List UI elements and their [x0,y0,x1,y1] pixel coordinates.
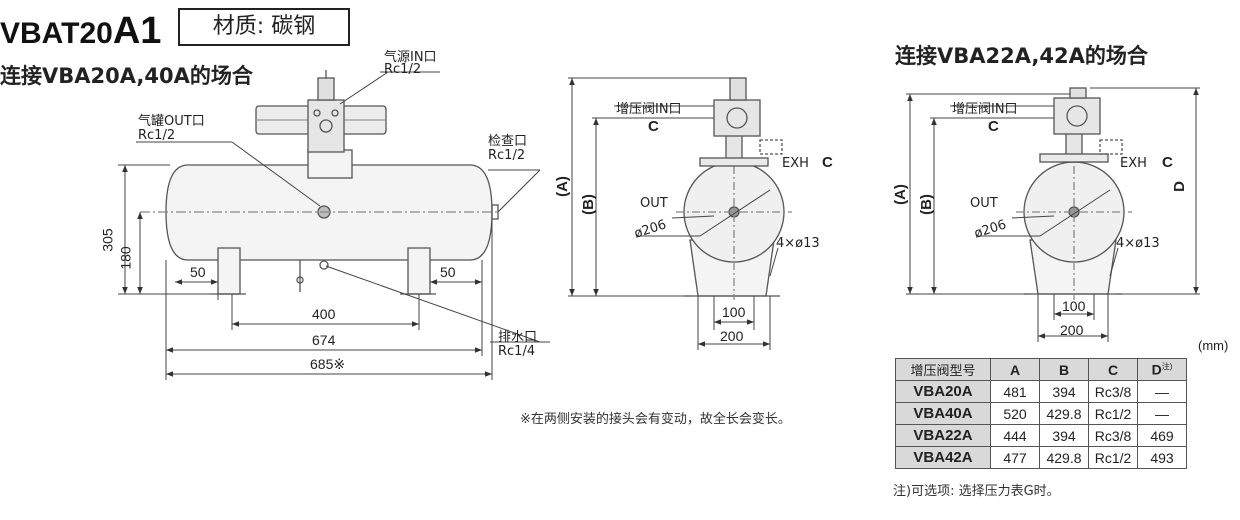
right-dim-A: (A) [891,184,909,205]
table-cell: VBA40A [895,402,991,425]
table-unit: (mm) [1198,338,1229,353]
header-D: D注) [1137,358,1187,381]
right-exh-label: EXH [1120,156,1147,171]
dim-foot-span: 400 [312,306,336,322]
right-end-view [1016,87,1132,300]
right-out-label: OUT [970,196,998,211]
mid-holes: 4×ø13 [776,236,820,251]
left-side-view [140,70,500,295]
dim-total-len: 685※ [310,356,346,372]
dim-height-center: 180 [117,246,134,270]
right-heading: 连接VBA22A,42A的场合 [895,44,1148,68]
table-cell: 429.8 [1039,402,1089,425]
dim-foot-right: 50 [440,264,456,280]
air-in-port: Rc1/2 [384,62,422,77]
right-dim-B: (B) [917,194,935,215]
tank-out-label: 气罐OUT口 [138,114,205,129]
mid-exh-port: C [822,154,833,171]
model-title: VBAT20A1 [0,10,161,53]
header-A: A [990,358,1040,381]
mid-exh-label: EXH [782,156,809,171]
right-dim-D: D [1170,181,1188,192]
drain-port: Rc1/4 [498,344,536,359]
mid-boost-in-port: C [648,118,659,135]
mid-end-view [676,77,792,300]
header-D-label: D [1151,361,1162,378]
tank-out-port: Rc1/2 [138,128,176,143]
mid-dim-A: (A) [553,176,571,197]
table-cell: Rc1/2 [1088,402,1138,425]
right-dim-outer: 200 [1060,322,1084,338]
drain-label: 排水口 [498,330,538,345]
header-D-note: 注) [1161,362,1173,372]
table-note: 注)可选项: 选择压力表G时。 [893,484,1060,499]
table-cell: 469 [1137,424,1187,447]
right-dim-inner: 100 [1062,298,1086,314]
table-cell: 520 [990,402,1040,425]
table-cell: VBA42A [895,446,991,469]
table-cell: — [1137,380,1187,403]
table-cell: VBA22A [895,424,991,447]
right-boost-in-label: 增压阀IN口 [952,102,1018,117]
inspect-port: Rc1/2 [488,148,526,163]
right-boost-in-port: C [988,118,999,135]
header-B: B [1039,358,1089,381]
table-cell: 477 [990,446,1040,469]
left-heading: 连接VBA20A,40A的场合 [0,64,253,88]
mid-dim-outer: 200 [720,328,744,344]
table-cell: — [1137,402,1187,425]
mid-boost-in-label: 增压阀IN口 [616,102,682,117]
table-row: VBA40A 520 429.8 Rc1/2 — [895,402,1187,425]
inspect-label: 检查口 [488,134,528,149]
table-row: VBA22A 444 394 Rc3/8 469 [895,424,1187,447]
model-suffix: A1 [112,10,162,52]
mid-dim-inner: 100 [722,304,746,320]
dim-height-total: 305 [99,228,116,252]
table-header-row: 增压阀型号 A B C D注) [895,358,1187,381]
header-C: C [1088,358,1138,381]
table-cell: Rc3/8 [1088,380,1138,403]
table-cell: 429.8 [1039,446,1089,469]
table-cell: VBA20A [895,380,991,403]
mid-dim-B: (B) [579,194,597,215]
table-row: VBA42A 477 429.8 Rc1/2 493 [895,446,1187,469]
header-model: 增压阀型号 [895,358,991,381]
table-row: VBA20A 481 394 Rc3/8 — [895,380,1187,403]
right-exh-port: C [1162,154,1173,171]
table-cell: 394 [1039,424,1089,447]
table-cell: Rc3/8 [1088,424,1138,447]
table-cell: 394 [1039,380,1089,403]
material-box: 材质: 碳钢 [178,8,350,46]
table-cell: Rc1/2 [1088,446,1138,469]
spec-table: 增压阀型号 A B C D注) VBA20A 481 394 Rc3/8 — V… [895,358,1187,469]
table-cell: 493 [1137,446,1187,469]
dim-foot-left: 50 [190,264,206,280]
air-in-label: 气源IN口 [384,50,437,65]
mid-out-label: OUT [640,196,668,211]
dim-body-len: 674 [312,332,336,348]
length-footnote: ※在两侧安装的接头会有变动，故全长会变长。 [520,412,791,427]
model-prefix: VBAT20 [0,17,113,50]
table-cell: 444 [990,424,1040,447]
table-cell: 481 [990,380,1040,403]
right-holes: 4×ø13 [1116,236,1160,251]
